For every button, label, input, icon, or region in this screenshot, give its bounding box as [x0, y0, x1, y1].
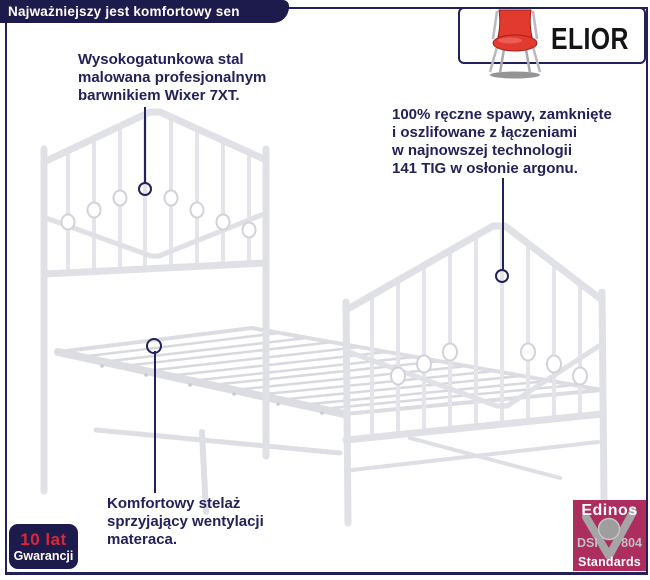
annotation-line: Wysokogatunkowa stal [78, 51, 244, 68]
headboard-v-accent [43, 211, 267, 259]
elior-logo-box [458, 7, 646, 64]
annotation-line: malowana profesjonalnym [78, 69, 267, 86]
annotation-line: sprzyjający wentylacji [107, 513, 264, 530]
headboard [40, 108, 270, 495]
annotation-line: materaca. [107, 531, 178, 548]
annotation-line: i oszlifowane z łączeniami [392, 124, 578, 141]
footboard-balls [390, 342, 588, 386]
annotation-welds: 100% ręczne spawy, zamknięte i oszlifowa… [392, 106, 612, 178]
annotation-line: 141 TIG w osłonie argonu. [392, 160, 578, 177]
annotation-line: 100% ręczne spawy, zamknięte [392, 106, 612, 123]
warranty-years: 10 lat [20, 529, 67, 549]
callout-marker-welds [495, 269, 509, 283]
callout-line-welds [502, 178, 504, 271]
footboard-right-post [598, 288, 608, 504]
headboard-top-rail [40, 108, 270, 166]
annotation-line: Komfortowy stelaż [107, 495, 241, 512]
annotation-slats: Komfortowy stelaż sprzyjający wentylacji… [107, 495, 264, 549]
footboard-top-rail [342, 222, 606, 314]
red-chair-icon [488, 9, 542, 79]
v-check-icon [582, 508, 637, 560]
under-supports [93, 427, 600, 515]
footboard-left-post [342, 298, 352, 527]
page-border [5, 7, 648, 575]
footboard-bottom-rail [342, 410, 606, 444]
deck-bolts [100, 364, 324, 415]
banner: Najważniejszy jest komfortowy sen [0, 0, 289, 23]
annotation-steel: Wysokogatunkowa stal malowana profesjona… [78, 51, 266, 105]
callout-marker-steel [138, 182, 152, 196]
brand-text: ELIOR [551, 21, 629, 56]
callout-line-slats [154, 351, 156, 493]
standards-left-text: DSI [577, 536, 598, 550]
callout-marker-slats [146, 338, 162, 354]
headboard-bottom-rail [40, 259, 270, 278]
standards-brand: Edinos [581, 502, 638, 519]
footboard-v-accent [346, 343, 602, 409]
warranty-badge: 10 lat Gwarancji [9, 524, 78, 569]
footboard [342, 222, 608, 527]
standards-right-text: 804 [621, 536, 642, 550]
callout-line-steel [144, 107, 146, 184]
annotation-line: w najnowszej technologii [392, 142, 573, 159]
warranty-label: Gwarancji [13, 548, 74, 563]
annotation-line: barwnikiem Wixer 7XT. [78, 87, 240, 104]
headboard-balls [60, 189, 257, 239]
standards-label: Standards [578, 555, 641, 569]
standards-badge: Edinos DSI 804 Standards [573, 500, 646, 571]
